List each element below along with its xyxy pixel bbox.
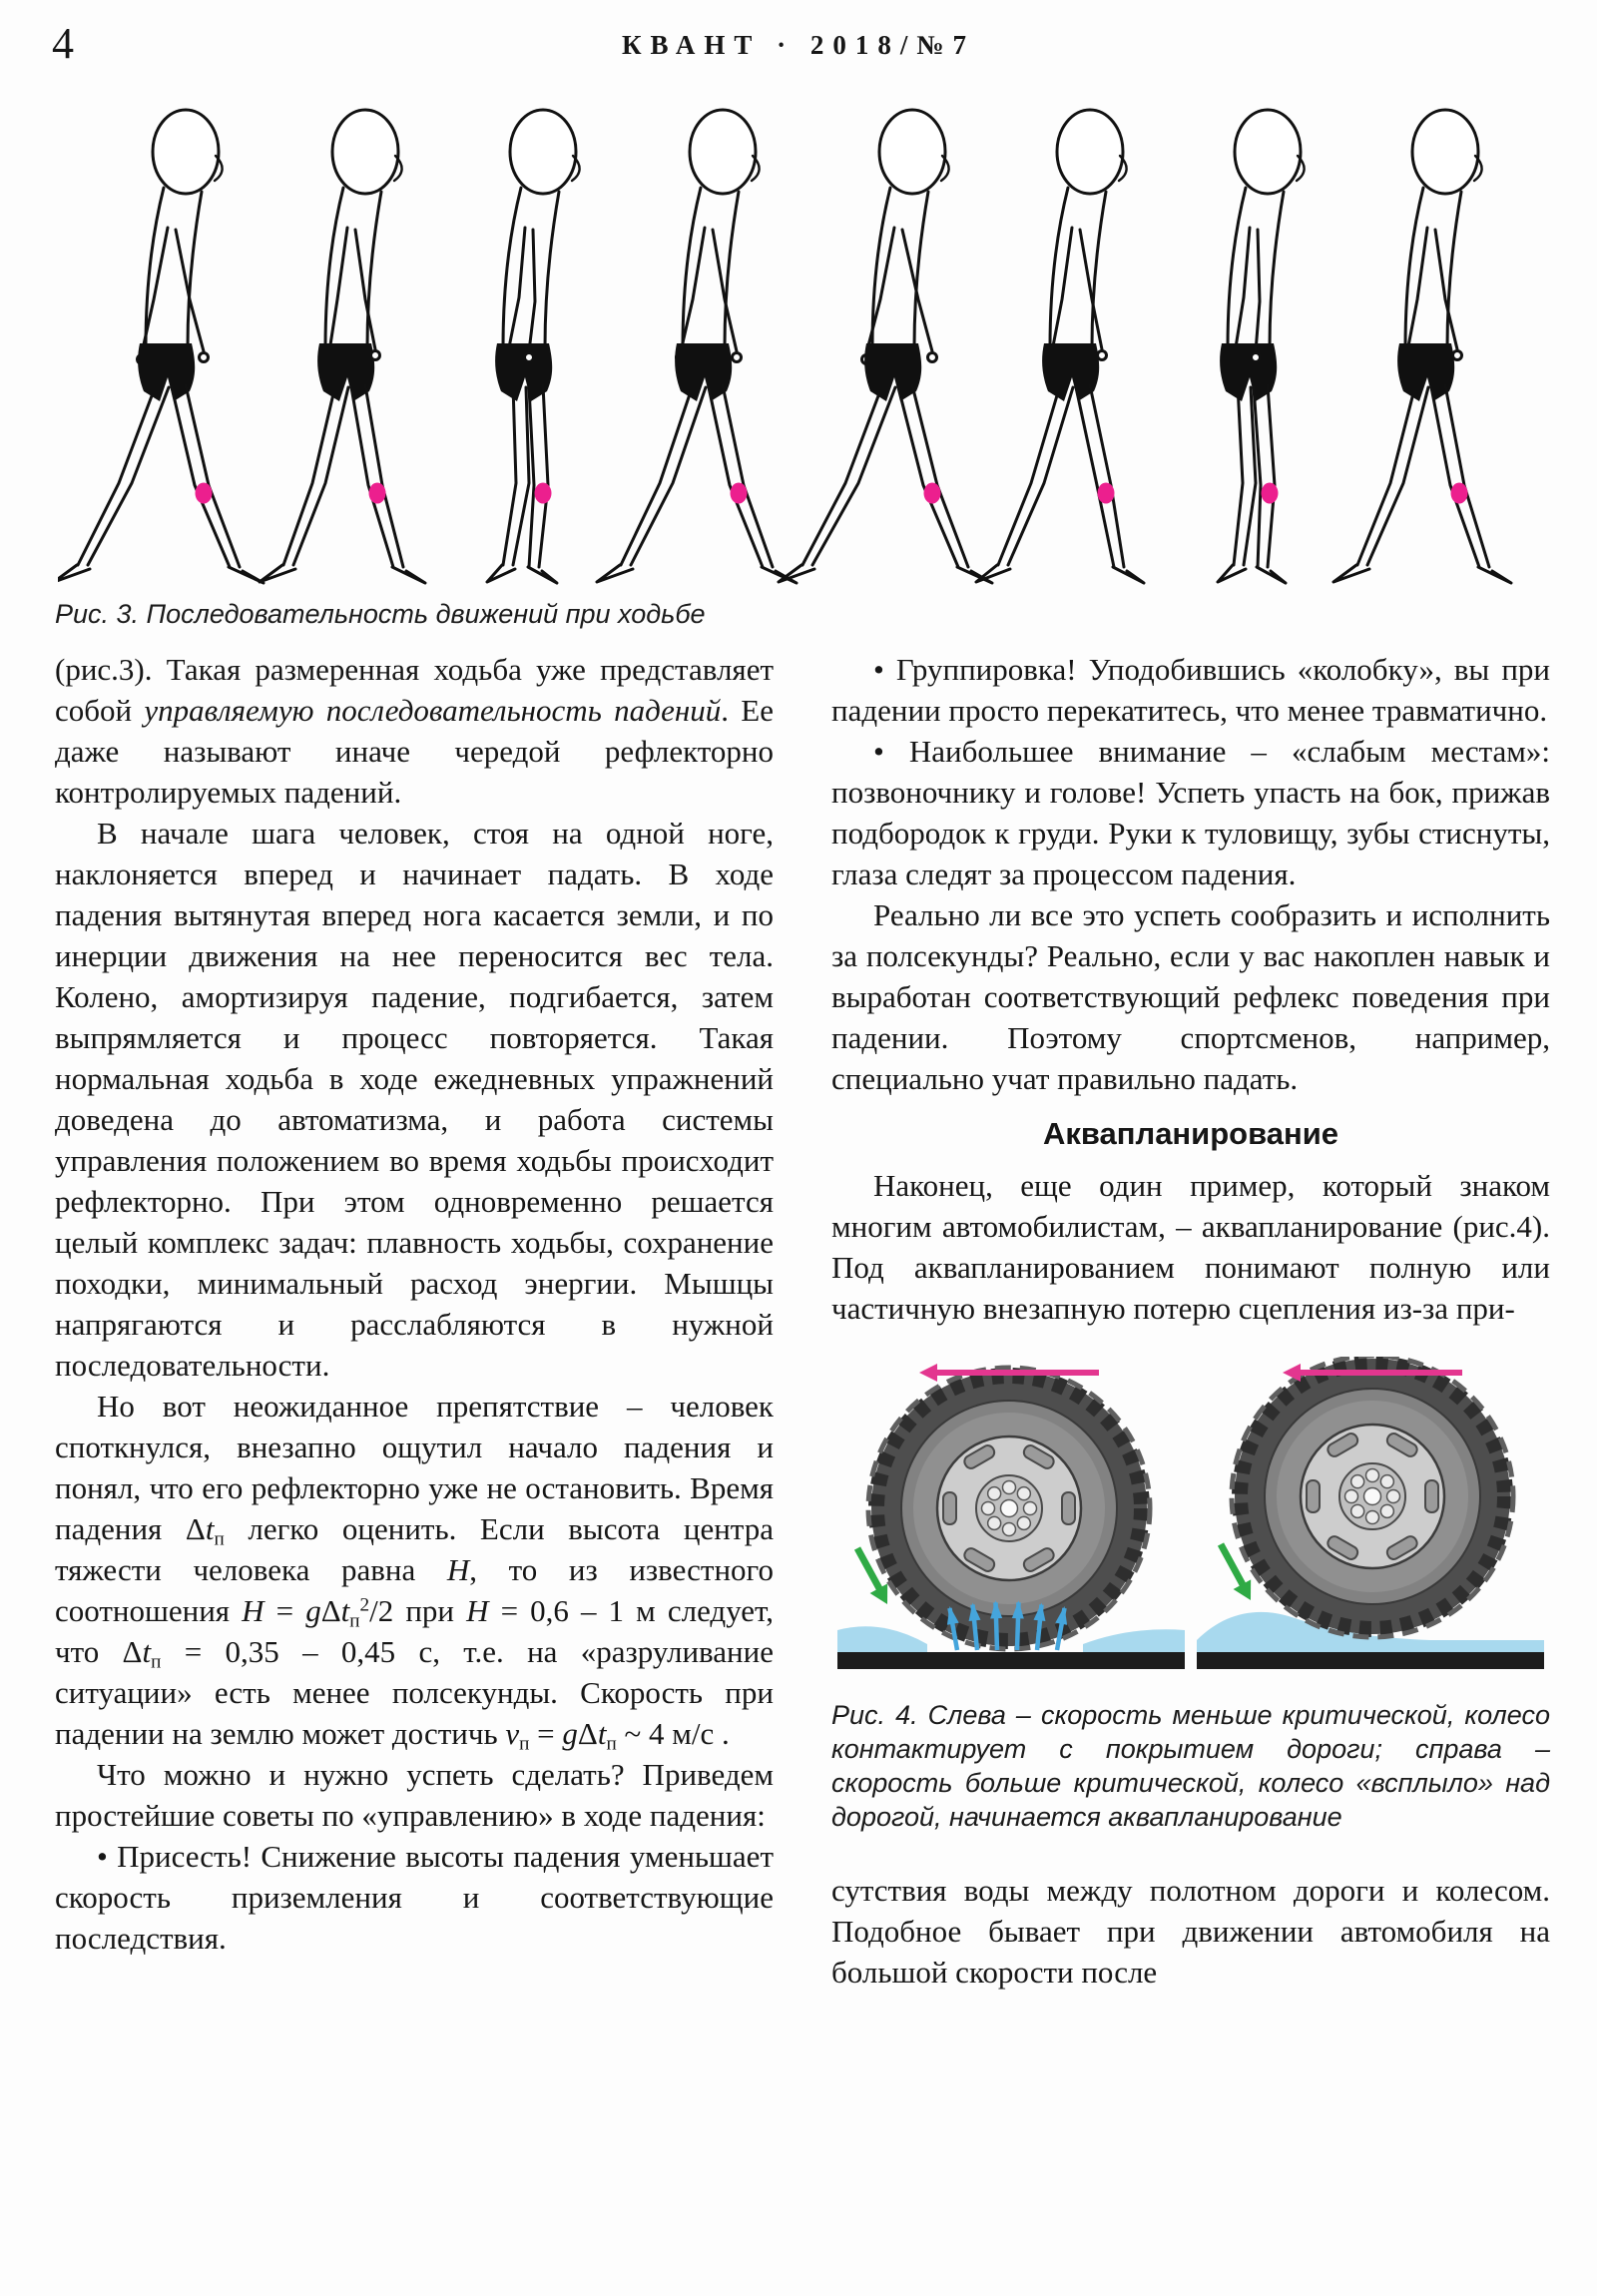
page-number: 4 xyxy=(52,19,74,68)
paragraph: Реально ли все это успеть сообразить и и… xyxy=(831,897,1550,1096)
paragraph: Что можно и нужно успеть сделать? Привед… xyxy=(55,1757,774,1833)
right-column: • Группировка! Уподобившись «колобку», в… xyxy=(831,649,1550,1993)
left-column: (рис.3). Такая размеренная ходьба уже пр… xyxy=(55,649,774,1959)
right-column-top: • Группировка! Уподобившись «колобку», в… xyxy=(831,649,1550,1099)
paragraph: • Группировка! Уподобившись «колобку», в… xyxy=(831,652,1550,728)
paragraph: В начале шага человек, стоя на одной ног… xyxy=(55,816,774,1383)
right-column-bottom: сутствия воды между полотном дороги и ко… xyxy=(831,1870,1550,1993)
paragraph: сутствия воды между полотном дороги и ко… xyxy=(831,1873,1550,1990)
figure-walking-sequence xyxy=(58,108,1513,585)
figure4-caption: Рис. 4. Слева – скорость меньше критичес… xyxy=(831,1700,1550,1832)
journal-header: КВАНТ · 2018/№7 xyxy=(621,30,976,60)
paragraph: • Наибольшее внимание – «слабым местам»:… xyxy=(831,734,1550,891)
paragraph: (рис.3). Такая размеренная ходьба уже пр… xyxy=(55,652,774,810)
figure3-caption: Рис. 3. Последовательность движений при … xyxy=(55,599,706,629)
paragraph: Но вот неожиданное препятствие – человек… xyxy=(55,1389,775,1755)
aquaplaning-heading: Аквапланирование xyxy=(1042,1116,1338,1151)
right-column-middle: Наконец, еще один пример, который знаком… xyxy=(831,1165,1550,1329)
figure-aquaplaning-tires xyxy=(837,1357,1544,1669)
paragraph: • Присесть! Снижение высоты падения умен… xyxy=(55,1839,774,1956)
paragraph: Наконец, еще один пример, который знаком… xyxy=(831,1168,1550,1326)
